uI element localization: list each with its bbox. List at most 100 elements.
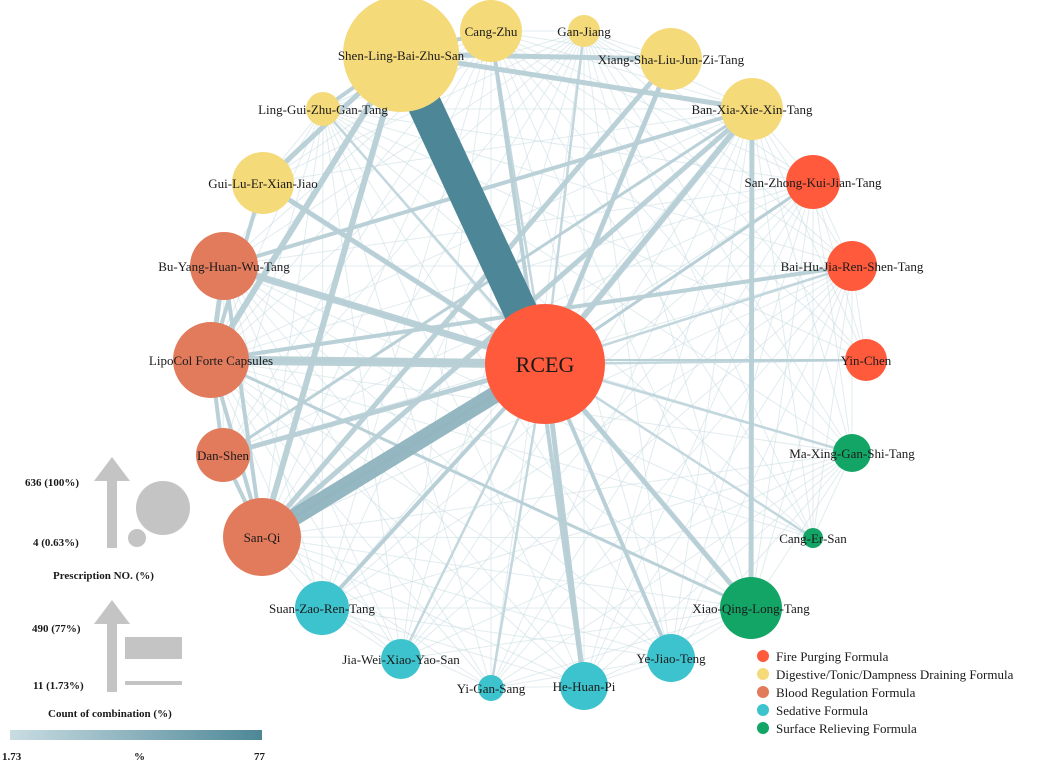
node-circle-bu-yang	[190, 232, 258, 300]
color-scale-bar	[10, 730, 262, 740]
node-cang-zhu: Cang-Zhu	[460, 0, 522, 62]
edge-ling-gui-ma-xing	[322, 108, 853, 454]
color-scale-min-label: 1.73	[2, 751, 22, 763]
edge-ban-xia-yin-chen	[751, 108, 867, 361]
edge-dan-shen-ban-xia	[222, 107, 753, 457]
edge-legend: 490 (77%) 11 (1.73%) Count of combinatio…	[32, 600, 182, 720]
category-legend: Fire Purging FormulaDigestive/Tonic/Damp…	[757, 649, 1014, 736]
node-circle-yin-chen	[845, 339, 887, 381]
node-label-bai-hu: Bai-Hu-Jia-Ren-Shen-Tang	[781, 259, 924, 274]
node-label-ban-xia: Ban-Xia-Xie-Xin-Tang	[691, 102, 813, 117]
node-label-gan-jiang: Gan-Jiang	[557, 24, 611, 39]
size-legend-max-label: 636 (100%)	[25, 477, 79, 489]
node-xiang-sha: Xiang-Sha-Liu-Jun-Zi-Tang	[598, 28, 745, 90]
legend-label-digestive: Digestive/Tonic/Dampness Draining Formul…	[776, 667, 1014, 682]
edge-lipocol-cang-er	[210, 359, 814, 539]
edge-san-qi-xiao-qing	[261, 536, 752, 609]
node-circle-ling-gui	[306, 92, 340, 126]
edge-lipocol-suan-zao	[210, 359, 323, 609]
edge-bai-hu-cang-er	[812, 265, 853, 539]
edge-san-qi-yi-gan	[261, 536, 492, 689]
edge-legend-min-label: 11 (1.73%)	[33, 680, 84, 692]
edge-bai-hu-xiao-qing	[750, 265, 853, 609]
node-circle-yi-gan	[478, 675, 504, 701]
node-dan-shen: Dan-Shen	[196, 428, 250, 482]
edge-ban-xia-yi-gan	[490, 108, 753, 689]
edge-bu-yang-ye-jiao	[223, 265, 672, 659]
node-suan-zao: Suan-Zao-Ren-Tang	[269, 581, 375, 635]
node-ma-xing: Ma-Xing-Gan-Shi-Tang	[789, 434, 915, 472]
node-san-qi: San-Qi	[223, 498, 301, 576]
node-label-dan-shen: Dan-Shen	[197, 448, 249, 463]
edge-xiao-qing-ban-xia	[748, 108, 755, 609]
node-label-yin-chen: Yin-Chen	[841, 353, 892, 368]
node-circle-shen-ling	[343, 0, 459, 112]
color-scale-max-label: 77	[254, 751, 266, 763]
edge-san-zhong-ma-xing	[812, 181, 853, 454]
node-circle-gui-lu	[232, 152, 294, 214]
node-circle-ma-xing	[833, 434, 871, 472]
edge-ban-xia-ye-jiao	[670, 108, 753, 659]
edge-gan-jiang-dan-shen	[222, 30, 585, 456]
node-label-suan-zao: Suan-Zao-Ren-Tang	[269, 601, 375, 616]
node-bai-hu: Bai-Hu-Jia-Ren-Shen-Tang	[781, 241, 924, 291]
edge-san-qi-ye-jiao	[261, 536, 672, 659]
edge-gan-jiang-bu-yang	[223, 30, 585, 267]
edge-ling-gui-yi-gan	[322, 108, 492, 689]
node-label-gui-lu: Gui-Lu-Er-Xian-Jiao	[208, 176, 317, 191]
node-cang-er: Cang-Er-San	[779, 528, 847, 548]
edge-bu-yang-xiao-qing	[223, 265, 752, 609]
edge-ling-gui-yin-chen	[322, 108, 867, 361]
edge-legend-title: Count of combination (%)	[48, 708, 172, 720]
node-circle-dan-shen	[196, 428, 250, 482]
node-yin-chen: Yin-Chen	[841, 339, 892, 381]
size-legend-min-circle	[126, 527, 148, 549]
node-label-he-huan: He-Huan-Pi	[553, 679, 616, 694]
edge-bai-hu-ye-jiao	[670, 265, 853, 659]
node-circle-san-zhong	[786, 155, 840, 209]
edge-suan-zao-ye-jiao	[321, 607, 672, 659]
node-circle-cang-er	[803, 528, 823, 548]
edge-ban-xia-cang-er	[751, 108, 814, 539]
node-label-shen-ling: Shen-Ling-Bai-Zhu-San	[338, 48, 465, 63]
color-scale-mid-label: %	[134, 751, 145, 763]
node-gan-jiang: Gan-Jiang	[557, 15, 611, 47]
edge-gan-jiang-suan-zao	[321, 30, 585, 609]
node-circle-ban-xia	[721, 78, 783, 140]
size-legend-min-label: 4 (0.63%)	[33, 537, 79, 549]
node-ling-gui: Ling-Gui-Zhu-Gan-Tang	[258, 92, 388, 126]
node-label-ma-xing: Ma-Xing-Gan-Shi-Tang	[789, 446, 915, 461]
node-label-ye-jiao: Ye-Jiao-Teng	[636, 651, 706, 666]
legend-label-sedative: Sedative Formula	[776, 703, 868, 718]
legend-swatch-fire	[757, 650, 769, 662]
edge-gan-jiang-ye-jiao	[583, 30, 672, 659]
node-circle-san-qi	[223, 498, 301, 576]
node-circle-he-huan	[560, 662, 608, 710]
edge-bai-hu-yi-gan	[490, 265, 853, 689]
edge-bu-yang-suan-zao	[223, 265, 323, 609]
node-label-xiang-sha: Xiang-Sha-Liu-Jun-Zi-Tang	[598, 52, 745, 67]
size-legend-arrow	[94, 457, 130, 548]
node-circle-suan-zao	[295, 581, 349, 635]
edge-bu-yang-san-qi	[222, 265, 264, 538]
edge-xiao-qing-yi-gan	[490, 607, 752, 689]
edge-ma-xing-suan-zao	[321, 452, 853, 609]
size-legend-title: Prescription NO. (%)	[53, 570, 154, 582]
node-label-ling-gui: Ling-Gui-Zhu-Gan-Tang	[258, 102, 388, 117]
size-legend-max-circle	[136, 481, 190, 535]
edge-shen-ling-lipocol	[208, 52, 404, 362]
edge-cang-zhu-jia-wei	[400, 30, 492, 660]
node-label-xiao-qing: Xiao-Qing-Long-Tang	[692, 601, 810, 616]
edge-gan-jiang-ma-xing	[583, 30, 853, 454]
node-label-cang-er: Cang-Er-San	[779, 531, 847, 546]
edge-suan-zao-he-huan	[321, 607, 585, 687]
edge-ban-xia-bu-yang	[223, 107, 753, 268]
legend-swatch-sedative	[757, 704, 769, 716]
node-label-san-zhong: San-Zhong-Kui-Jian-Tang	[744, 175, 882, 190]
node-ban-xia: Ban-Xia-Xie-Xin-Tang	[691, 78, 813, 140]
node-circle-ye-jiao	[647, 634, 695, 682]
edge-xiang-sha-san-qi	[260, 57, 673, 539]
node-label-yi-gan: Yi-Gan-Sang	[457, 681, 526, 696]
